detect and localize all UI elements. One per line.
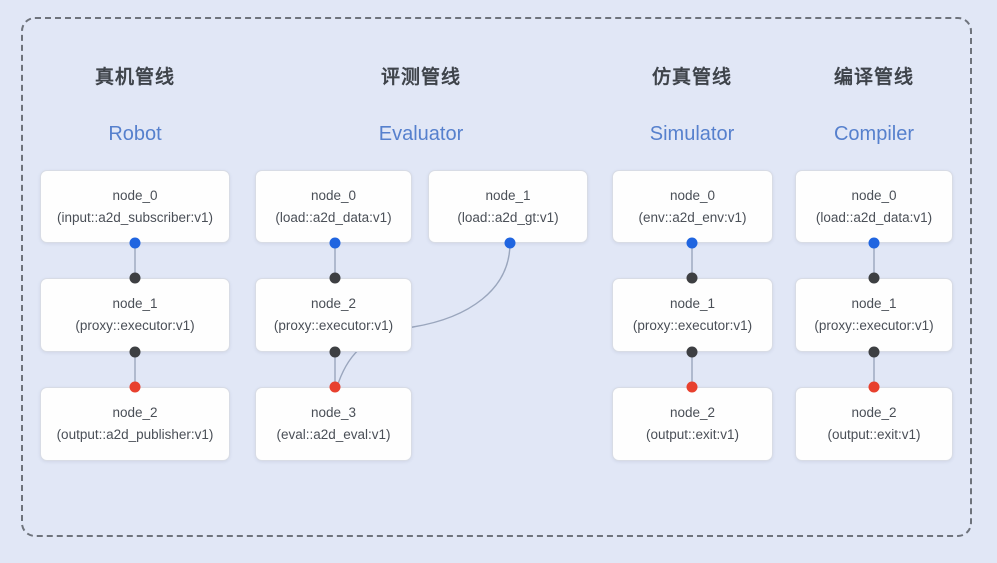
port-internal-dot (868, 346, 880, 358)
port-internal-dot (868, 272, 880, 284)
node-type: (proxy::executor:v1) (75, 318, 195, 333)
evaluator-node-2: node_2 (proxy::executor:v1) (255, 278, 412, 352)
node-name: node_2 (112, 405, 158, 420)
node-type: (env::a2d_env:v1) (638, 209, 747, 225)
port-internal-dot (686, 272, 698, 284)
port-internal-dot (129, 272, 141, 284)
node-type: (load::a2d_data:v1) (815, 209, 933, 225)
port-output-dot (686, 237, 698, 249)
node-name: node_1 (669, 296, 716, 311)
evaluator-node-0: node_0 (load::a2d_data:v1) (255, 170, 412, 243)
port-internal-dot (329, 272, 341, 284)
node-type: (output::exit:v1) (827, 427, 921, 442)
port-internal-dot (686, 346, 698, 358)
port-internal-dot (329, 346, 341, 358)
node-type: (proxy::executor:v1) (273, 318, 394, 333)
node-name: node_2 (669, 405, 716, 420)
node-name: node_2 (310, 296, 357, 311)
port-final-dot (686, 381, 698, 393)
edge-eval-n1-n3 (336, 242, 511, 388)
port-output-dot (504, 237, 516, 249)
header-zh-evaluator: 评测管线 (380, 67, 461, 88)
robot-node-0: node_0 (input::a2d_subscriber:v1) (40, 170, 230, 243)
node-type: (input::a2d_subscriber:v1) (56, 209, 214, 225)
robot-node-2: node_2 (output::a2d_publisher:v1) (40, 387, 230, 461)
evaluator-node-3: node_3 (eval::a2d_eval:v1) (255, 387, 412, 461)
node-name: node_1 (485, 187, 531, 203)
simulator-node-0: node_0 (env::a2d_env:v1) (612, 170, 773, 243)
node-name: node_0 (669, 187, 716, 203)
compiler-node-2: node_2 (output::exit:v1) (795, 387, 953, 461)
compiler-node-1: node_1 (proxy::executor:v1) (795, 278, 953, 352)
node-name: node_2 (851, 405, 897, 420)
header-zh-simulator: 仿真管线 (651, 67, 732, 88)
header-en-robot: Robot (108, 123, 162, 145)
simulator-node-1: node_1 (proxy::executor:v1) (612, 278, 773, 352)
node-type: (load::a2d_data:v1) (275, 209, 392, 225)
node-name: node_0 (112, 187, 158, 203)
node-name: node_3 (310, 405, 357, 420)
node-type: (load::a2d_gt:v1) (457, 209, 559, 225)
node-type: (output::exit:v1) (645, 427, 740, 442)
header-zh-compiler: 编译管线 (833, 67, 914, 88)
header-zh-robot: 真机管线 (94, 67, 175, 88)
node-name: node_0 (851, 187, 897, 203)
header-en-compiler: Compiler (833, 123, 915, 145)
port-final-dot (868, 381, 880, 393)
node-type: (proxy::executor:v1) (632, 318, 753, 333)
evaluator-node-1: node_1 (load::a2d_gt:v1) (428, 170, 588, 243)
node-type: (proxy::executor:v1) (814, 318, 934, 333)
port-final-dot (329, 381, 341, 393)
node-type: (output::a2d_publisher:v1) (56, 427, 214, 442)
header-en-evaluator: Evaluator (378, 123, 464, 145)
dashed-frame (21, 17, 972, 537)
node-name: node_0 (310, 187, 357, 203)
node-name: node_1 (112, 296, 158, 311)
robot-node-1: node_1 (proxy::executor:v1) (40, 278, 230, 352)
simulator-node-2: node_2 (output::exit:v1) (612, 387, 773, 461)
compiler-node-0: node_0 (load::a2d_data:v1) (795, 170, 953, 243)
port-output-dot (129, 237, 141, 249)
port-internal-dot (129, 346, 141, 358)
port-output-dot (329, 237, 341, 249)
port-output-dot (868, 237, 880, 249)
header-en-simulator: Simulator (649, 123, 735, 145)
node-type: (eval::a2d_eval:v1) (276, 427, 391, 442)
port-final-dot (129, 381, 141, 393)
node-name: node_1 (851, 296, 897, 311)
